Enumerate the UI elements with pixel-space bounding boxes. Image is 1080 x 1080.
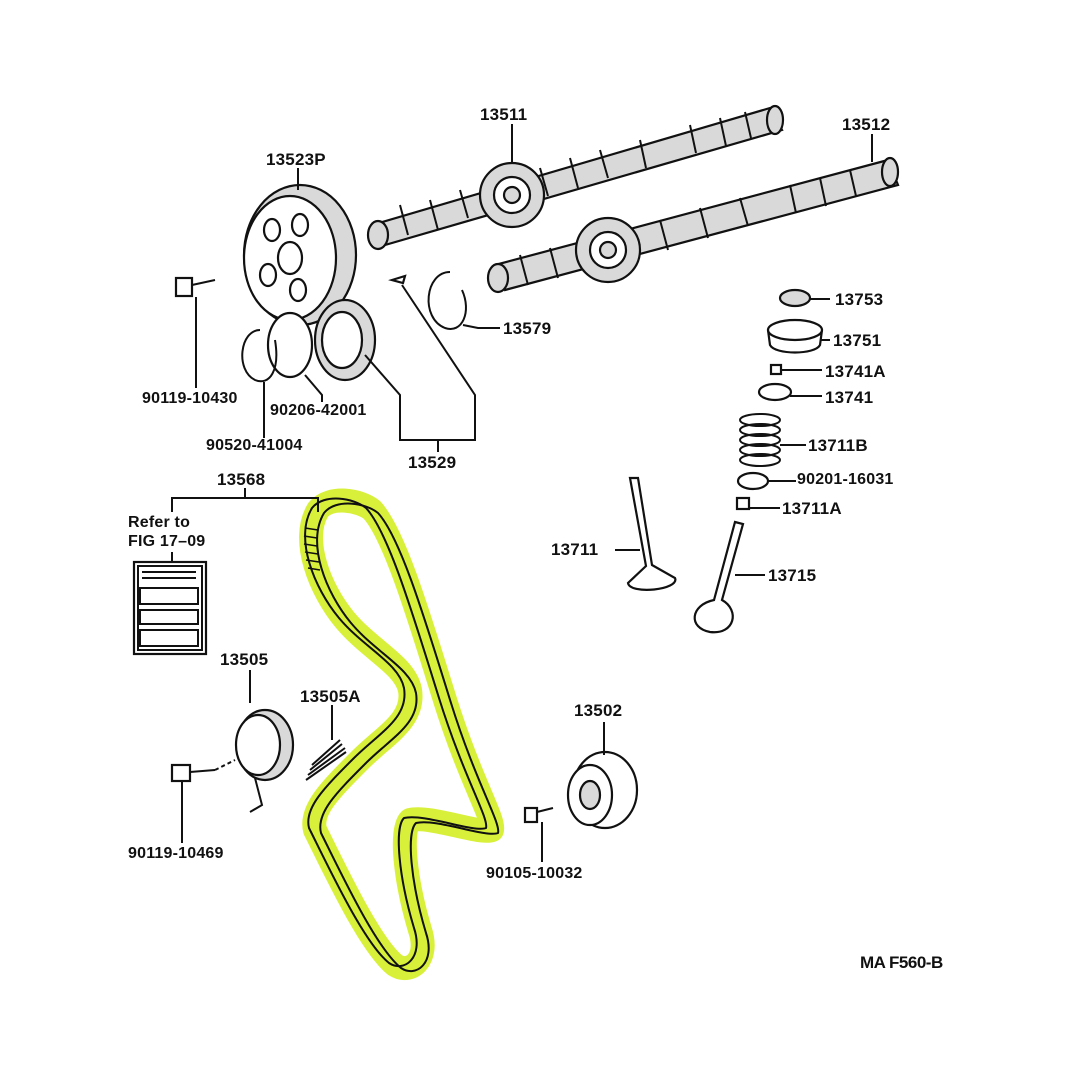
reference-note: Refer to FIG 17–09	[128, 513, 205, 551]
part-label-camshaft-sub-gear-set[interactable]: 13529	[408, 453, 457, 472]
camshaft-intake[interactable]	[366, 104, 785, 251]
part-label-timing-belt-tensioner[interactable]: 13505	[220, 650, 269, 669]
part-label-valve-spring-seat[interactable]: 13711A	[782, 499, 842, 518]
part-label-intake-valve[interactable]: 13711	[551, 540, 599, 559]
part-label-camshaft-timing-pulley[interactable]: 13523P	[266, 150, 326, 169]
idler-bolt[interactable]	[523, 806, 554, 824]
part-label-gasket[interactable]: 90206-42001	[270, 402, 367, 419]
timing-belt-tensioner[interactable]	[234, 708, 295, 813]
valve-spring-retainer-lock[interactable]	[769, 363, 783, 376]
intake-valve[interactable]	[626, 476, 677, 591]
valve-spring[interactable]	[739, 413, 781, 467]
part-label-timing-belt[interactable]: 13568	[217, 470, 266, 489]
part-label-valve-spring[interactable]: 13711B	[808, 436, 868, 455]
belt-outline-inner	[316, 502, 500, 973]
snap-ring[interactable]	[241, 329, 278, 383]
belt-highlight	[299, 488, 505, 980]
pulley-bolt[interactable]	[174, 276, 216, 298]
camshaft-timing-pulley[interactable]	[242, 183, 358, 327]
figure-code: MA F560-B	[860, 953, 943, 972]
adjusting-shim[interactable]	[778, 288, 812, 308]
reference-note-line2[interactable]: FIG 17–09	[128, 533, 206, 550]
part-label-tensioner-bolt[interactable]: 90119-10469	[128, 845, 224, 862]
belt-outline-outer	[304, 497, 488, 968]
leader-lines	[171, 124, 873, 562]
part-label-camshaft-intake[interactable]: 13511	[480, 105, 528, 124]
belt-teeth	[303, 527, 321, 571]
tensioner-leader-lines	[181, 670, 333, 843]
exhaust-valve[interactable]	[693, 520, 745, 634]
key[interactable]	[388, 274, 407, 285]
part-label-exhaust-valve[interactable]: 13715	[768, 566, 817, 585]
part-label-tensioner-spring[interactable]: 13505A	[300, 687, 361, 706]
timing-belt[interactable]	[299, 488, 505, 980]
reference-note-line1: Refer to	[128, 514, 191, 531]
reference-card[interactable]	[132, 560, 208, 656]
camshaft-exhaust[interactable]	[486, 156, 900, 294]
part-label-valve-spring-retainer[interactable]: 13741	[825, 388, 874, 407]
part-label-camshaft-exhaust[interactable]: 13512	[842, 115, 891, 134]
valve-lifter[interactable]	[766, 318, 824, 354]
valve-leader-lines	[615, 298, 830, 576]
part-label-snap-ring[interactable]: 90520-41004	[206, 437, 303, 454]
part-label-valve-lifter[interactable]: 13751	[833, 331, 882, 350]
part-label-camshaft-snap-ring[interactable]: 13579	[503, 319, 552, 338]
idler-leader-lines	[541, 722, 605, 862]
valve-spring-seat[interactable]	[735, 496, 751, 511]
part-label-adjusting-shim[interactable]: 13753	[835, 290, 884, 309]
part-label-pulley-bolt[interactable]: 90119-10430	[142, 390, 238, 407]
tensioner-bolt[interactable]	[170, 759, 236, 783]
camshaft-sub-gear[interactable]	[313, 298, 377, 382]
part-label-timing-belt-idler[interactable]: 13502	[574, 701, 623, 720]
camshaft-snap-ring[interactable]	[427, 271, 467, 330]
timing-belt-idler[interactable]	[566, 750, 639, 830]
part-label-valve-stem-oil-seal[interactable]: 90201-16031	[797, 471, 894, 488]
gasket[interactable]	[266, 311, 314, 379]
valve-spring-retainer[interactable]	[757, 382, 793, 402]
part-label-idler-bolt[interactable]: 90105-10032	[486, 865, 583, 882]
part-label-valve-spring-retainer-lock[interactable]: 13741A	[825, 362, 886, 381]
tensioner-spring[interactable]	[305, 739, 347, 781]
valve-stem-oil-seal[interactable]	[736, 471, 770, 491]
